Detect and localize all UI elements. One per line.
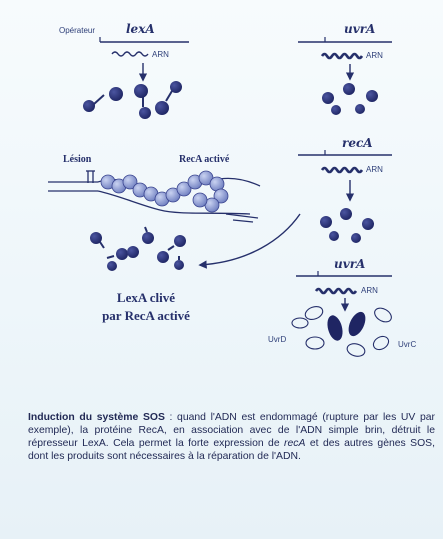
dna-tail-2 <box>233 220 253 222</box>
lexA-gene-label: lexA <box>126 22 155 36</box>
caption-title: Induction du système SOS <box>28 412 165 423</box>
recA-proteins <box>320 208 374 243</box>
uvrA-bottom-label: uvrA <box>334 257 365 271</box>
reca-active-label: RecA activé <box>179 154 230 165</box>
uvrA-bottom-rna <box>316 289 356 293</box>
cleaved-lexA <box>90 227 186 271</box>
recA-rna <box>322 168 362 172</box>
product-line-1: LexA clivé <box>117 290 175 305</box>
recA-gene-label: recA <box>342 136 373 150</box>
recA-rna-label: ARN <box>366 165 383 174</box>
uvrA-top-rna <box>322 54 362 58</box>
lexA-rna-label: ARN <box>152 50 169 59</box>
lexA-repressors <box>83 81 182 119</box>
reca-filament <box>101 171 228 212</box>
uvrA-top-label: uvrA <box>344 22 375 36</box>
uvrD-label: UvrD <box>268 335 286 344</box>
product-line-2: par RecA activé <box>102 308 190 323</box>
uvrA-bottom-rna-label: ARN <box>361 286 378 295</box>
operator-label: Opérateur <box>59 26 95 35</box>
uvrC-label: UvrC <box>398 340 416 349</box>
sos-diagram: Opérateur lexA ARN Lésion RecA activé <box>0 0 443 400</box>
uvrA-top-rna-label: ARN <box>366 51 383 60</box>
lexA-rna-wave <box>112 52 148 56</box>
lexA-gene-group: Opérateur lexA ARN <box>59 22 189 119</box>
lesion-label: Lésion <box>63 154 92 165</box>
repair-proteins <box>292 304 394 358</box>
lesion-group: Lésion RecA activé <box>48 154 260 323</box>
uvrA-top-proteins <box>322 83 378 115</box>
uvrA-bottom-group: uvrA ARN UvrD UvrC <box>268 257 416 358</box>
dna-tail-1 <box>226 214 258 218</box>
uvrA-top-group: uvrA ARN <box>298 22 392 115</box>
caption: Induction du système SOS : quand l'ADN e… <box>28 411 435 463</box>
caption-reca-italic: recA <box>284 438 305 449</box>
